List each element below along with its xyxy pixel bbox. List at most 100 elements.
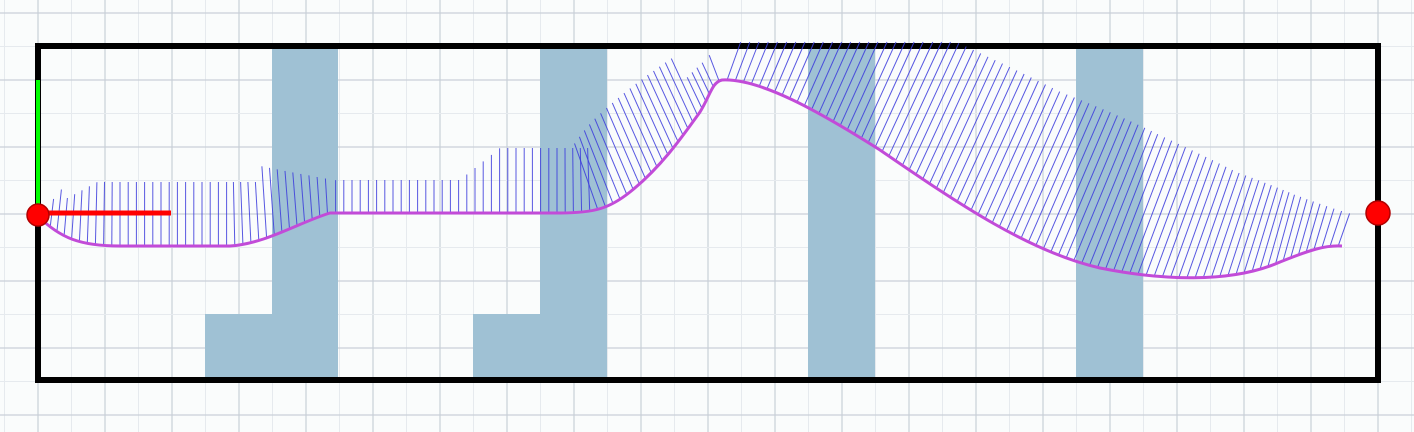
field-line (1027, 103, 1090, 243)
field-line (881, 41, 934, 152)
field-line (935, 59, 996, 189)
field-line (664, 62, 694, 123)
field-line (839, 41, 879, 126)
field-line (254, 181, 260, 241)
obstacle-block (205, 314, 275, 380)
field-line (686, 77, 703, 109)
field-line (998, 91, 1061, 227)
field-line (1297, 201, 1314, 256)
field-line (991, 87, 1054, 223)
field-line (984, 84, 1046, 219)
field-line (1329, 210, 1343, 247)
field-line (901, 42, 960, 166)
field-line (653, 70, 684, 136)
field-line (1097, 130, 1152, 268)
field-line (774, 41, 797, 93)
field-line (1113, 137, 1166, 271)
field-line (811, 41, 843, 110)
field-line (1035, 106, 1097, 246)
field-line (1202, 172, 1240, 278)
field-line (1305, 203, 1321, 253)
field-line (1065, 118, 1125, 259)
field-line (1243, 185, 1272, 274)
field-line (963, 73, 1025, 207)
field-line (276, 169, 283, 233)
field-line (635, 83, 669, 155)
field-line (300, 173, 306, 223)
field-line (1073, 121, 1132, 261)
field-line (1161, 156, 1207, 277)
field-line (316, 176, 321, 217)
field-line (758, 41, 778, 87)
field-line (1267, 192, 1290, 267)
field-line (1050, 112, 1111, 253)
field-line (708, 55, 720, 82)
obstacle-layer (205, 46, 1143, 380)
field-line (1006, 94, 1068, 231)
field-line (1219, 177, 1253, 277)
field-line (594, 118, 628, 195)
field-line (970, 77, 1032, 211)
field-line (617, 97, 652, 174)
field-line (895, 41, 951, 161)
field-line (766, 41, 788, 90)
trajectory-path (36, 78, 1343, 280)
field-line (1145, 150, 1193, 276)
field-line (78, 190, 83, 242)
field-line (691, 72, 707, 102)
field-line (292, 172, 298, 226)
field-line (929, 56, 989, 184)
field-line (825, 41, 861, 118)
obstacle-block (1076, 46, 1143, 380)
field-line (284, 170, 290, 230)
field-line (1194, 169, 1233, 278)
field-line (796, 41, 824, 103)
field-line (956, 70, 1018, 202)
field-line (611, 102, 646, 179)
field-line (1321, 208, 1335, 248)
field-line (803, 41, 833, 106)
field-line (1020, 100, 1083, 239)
field-line (1227, 180, 1260, 276)
field-line (574, 143, 599, 210)
field-line (1251, 187, 1278, 272)
field-line (578, 136, 606, 207)
field-line (647, 74, 679, 143)
field-line (629, 88, 663, 162)
start-marker[interactable] (26, 203, 50, 227)
field-line (658, 66, 689, 129)
field-line (247, 181, 252, 243)
field-line (789, 41, 815, 99)
field-line (1105, 134, 1159, 270)
field-line (324, 178, 328, 214)
field-line (853, 41, 897, 135)
field-line (977, 80, 1039, 215)
field-line (1178, 163, 1220, 278)
field-line (922, 53, 982, 180)
field-line (1282, 196, 1302, 261)
field-line (750, 41, 769, 85)
field-line (1313, 206, 1328, 250)
goal-marker[interactable] (1365, 200, 1391, 226)
field-line (1275, 194, 1295, 265)
field-line (949, 66, 1011, 198)
field-line (867, 41, 915, 143)
field-line (1057, 115, 1118, 256)
field-line (818, 41, 852, 114)
field-line (1211, 175, 1247, 278)
field-line (781, 41, 806, 96)
field-line (1290, 199, 1308, 258)
field-line (1137, 147, 1186, 275)
field-line (588, 124, 621, 200)
field-line (606, 107, 640, 185)
field-line (572, 147, 574, 213)
field-line (670, 58, 699, 116)
field-line (1042, 109, 1104, 249)
field-line (1235, 182, 1266, 275)
field-line (874, 41, 924, 148)
field-line (240, 181, 244, 245)
field-line (579, 147, 583, 213)
field-line (308, 175, 313, 220)
field-line (261, 166, 268, 238)
field-line (1259, 189, 1284, 270)
